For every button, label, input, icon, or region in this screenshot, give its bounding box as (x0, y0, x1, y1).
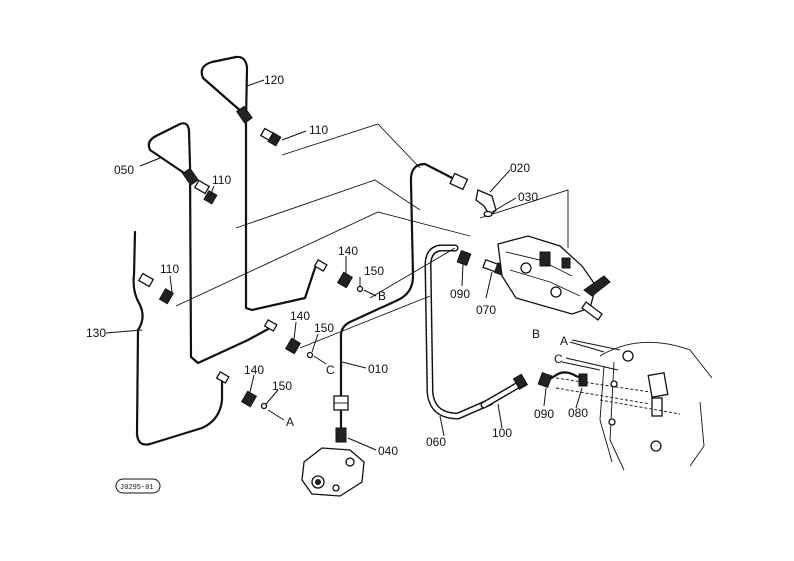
callout-110-mid: 110 (212, 173, 231, 187)
drawing-reference-badge: J0295-01 (115, 478, 161, 494)
pipe-080 (546, 371, 588, 382)
callout-030: 030 (518, 190, 538, 204)
callout-140-b: 140 (338, 244, 358, 258)
connection-marker-lines (267, 289, 605, 421)
pipe-130 (132, 230, 224, 446)
fitting-110-mid (193, 179, 218, 205)
fitting-110-top (259, 127, 282, 147)
callout-060: 060 (426, 435, 446, 449)
leader-network (175, 123, 569, 349)
callout-090-upper: 090 (450, 287, 470, 301)
tractor-frame-structure (555, 339, 713, 471)
fitting-080 (578, 373, 588, 387)
marker-c-left: C (326, 363, 335, 377)
fitting-050-union (182, 167, 199, 186)
pipe-120 (200, 55, 317, 312)
callout-010: 010 (368, 362, 388, 376)
fitting-140-b (313, 259, 364, 293)
drawing-reference-text: J0295-01 (120, 484, 154, 492)
fitting-090-lower (537, 372, 553, 388)
callout-130: 130 (86, 326, 106, 340)
pipe-050 (147, 122, 272, 365)
control-valve-body (497, 235, 611, 321)
callout-140-c: 140 (290, 309, 310, 323)
callout-070: 070 (476, 303, 496, 317)
fitting-020-nut (449, 172, 469, 191)
marker-b-right: B (532, 327, 540, 341)
callout-140-a: 140 (244, 363, 264, 377)
callout-110-top: 110 (309, 123, 328, 137)
callout-020: 020 (510, 161, 530, 175)
callout-100: 100 (492, 426, 512, 440)
callout-050: 050 (114, 163, 134, 177)
marker-a-left: A (286, 415, 294, 429)
callout-040: 040 (378, 444, 398, 458)
marker-c-right: C (554, 352, 563, 366)
callout-080: 080 (568, 406, 588, 420)
fitting-090-upper (456, 250, 472, 266)
pipe-010 (339, 162, 462, 400)
brake-valve-block (301, 447, 365, 497)
fitting-010-nut (333, 395, 349, 411)
hose-100 (480, 380, 524, 409)
callout-150-c: 150 (314, 321, 334, 335)
fitting-120-union (236, 105, 253, 124)
fitting-140-a (215, 371, 268, 410)
fitting-030-oring (483, 210, 493, 218)
callout-110-lower: 110 (160, 262, 179, 276)
marker-b-left: B (378, 289, 386, 303)
fitting-040 (335, 427, 347, 443)
hose-end-fitting (512, 373, 529, 390)
callout-090-lower: 090 (534, 407, 554, 421)
callout-150-b: 150 (364, 264, 384, 278)
hose-060 (424, 244, 494, 420)
fitting-140-c (263, 319, 314, 359)
fitting-110-lower (137, 272, 175, 305)
marker-a-right: A (560, 334, 568, 348)
callout-leaders (105, 79, 583, 451)
callout-150-a: 150 (272, 379, 292, 393)
callout-120: 120 (264, 73, 284, 87)
